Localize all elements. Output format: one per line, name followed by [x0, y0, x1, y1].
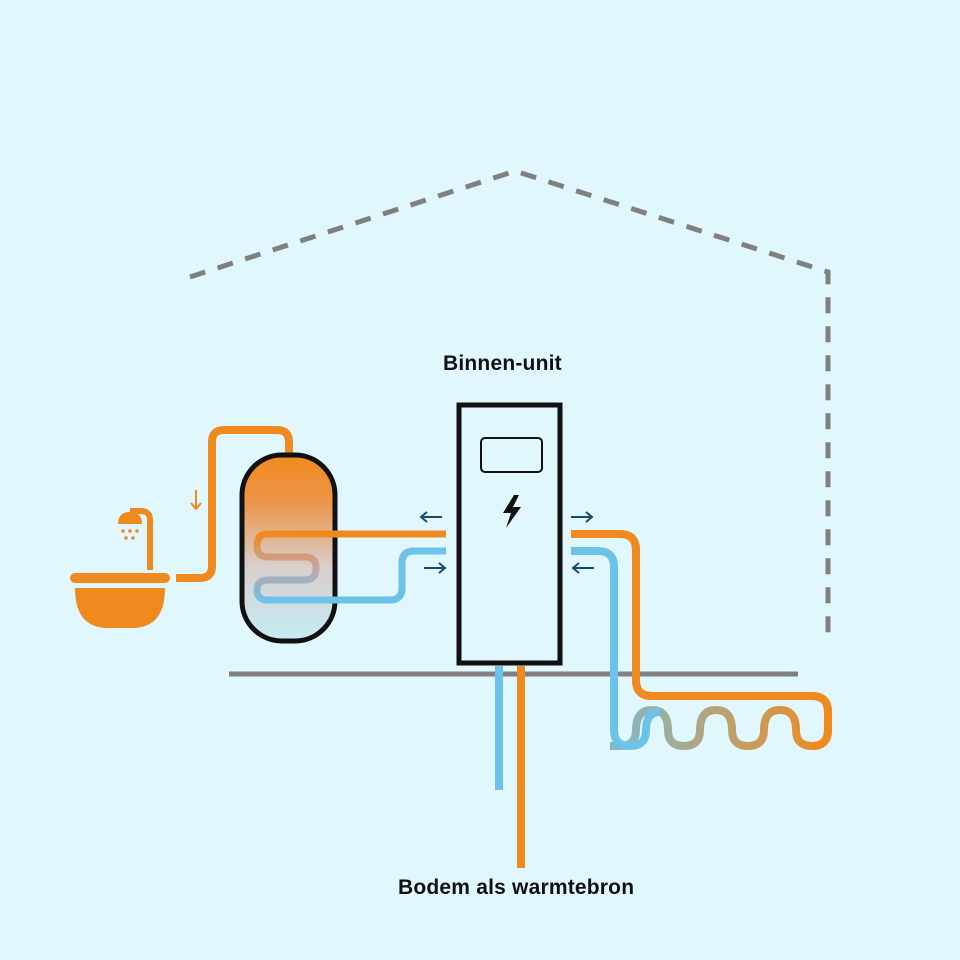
arrow-right-icon [424, 562, 447, 574]
bathtub-icon [70, 573, 170, 628]
arrow-left-icon [571, 562, 594, 574]
floor-heating-supply [571, 530, 832, 751]
tank-return-line [336, 547, 446, 604]
indoor-unit [456, 402, 563, 666]
heat-source-label: Bodem als warmtebron [398, 876, 635, 899]
floor-heating-return [571, 547, 661, 751]
hot-water-pipe [176, 426, 293, 582]
boiler-tank [239, 452, 338, 644]
lightning-icon [503, 495, 521, 528]
shower-icon [118, 508, 153, 570]
arrow-left-icon [419, 511, 442, 523]
indoor-unit-label: Binnen-unit [443, 352, 562, 375]
arrow-down-icon [190, 490, 202, 511]
house-outline [189, 168, 831, 642]
floor-heating-supply-top [571, 530, 832, 750]
arrow-right-icon [571, 511, 594, 523]
unit-display [480, 437, 543, 473]
